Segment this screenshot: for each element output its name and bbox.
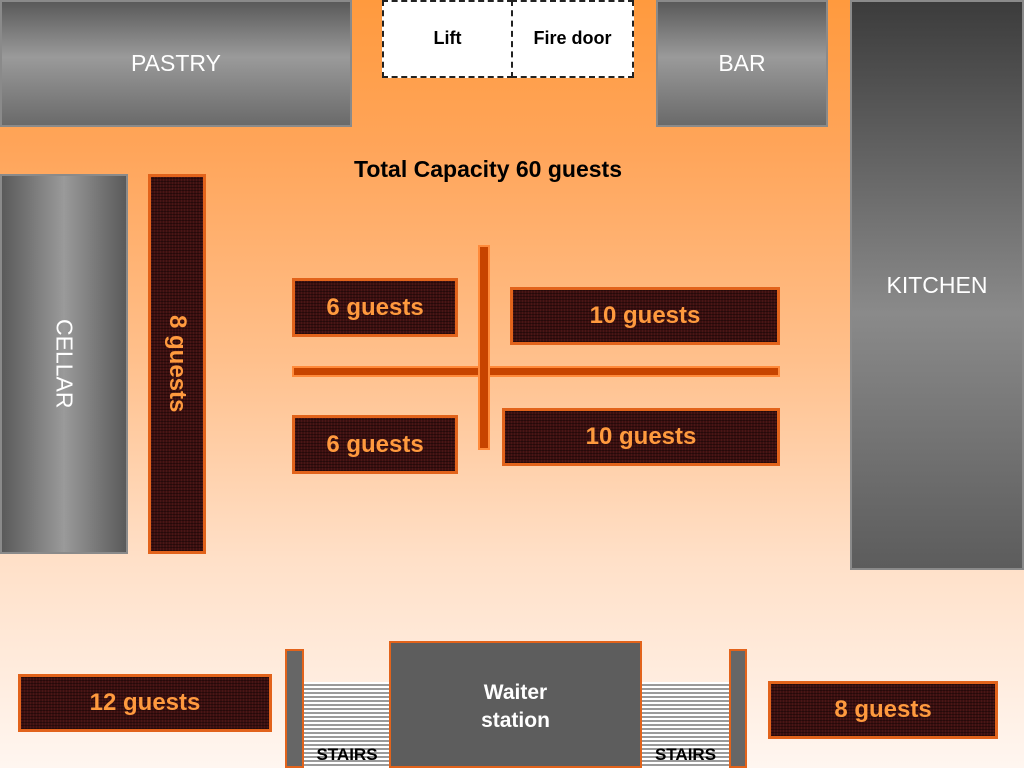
- stairs-left: STAIRS: [304, 682, 390, 768]
- divider-vertical: [478, 245, 490, 450]
- table-label: 12 guests: [89, 689, 201, 716]
- bar-label: BAR: [718, 50, 766, 76]
- table-cellar-side[interactable]: 8 guests: [148, 174, 206, 554]
- kitchen-label: KITCHEN: [886, 272, 988, 298]
- table-bottom-right[interactable]: 8 guests: [768, 681, 998, 739]
- table-label: 10 guests: [589, 302, 701, 329]
- table-label: 8 guests: [834, 696, 932, 723]
- divider-horizontal: [292, 366, 780, 377]
- fire-door-label: Fire door: [533, 28, 612, 49]
- pastry-room: PASTRY: [0, 0, 352, 127]
- fire-door: Fire door: [511, 0, 634, 78]
- waiter-station: Waiter station: [389, 641, 642, 768]
- stairs-right-label: STAIRS: [654, 745, 717, 764]
- table-center-bottom-left[interactable]: 6 guests: [292, 415, 458, 474]
- bar-room: BAR: [656, 0, 828, 127]
- table-center-bottom-right[interactable]: 10 guests: [502, 408, 780, 466]
- stairs-left-label: STAIRS: [316, 745, 378, 764]
- stairs-right: STAIRS: [642, 682, 729, 768]
- pastry-label: PASTRY: [131, 50, 221, 76]
- stairs-rail-left: [285, 649, 304, 768]
- table-label: 6 guests: [326, 293, 424, 321]
- cellar-room: CELLAR: [0, 174, 128, 554]
- cellar-label: CELLAR: [51, 319, 78, 409]
- total-capacity-title: Total Capacity 60 guests: [354, 156, 622, 182]
- table-label: 10 guests: [585, 423, 697, 450]
- table-label: 6 guests: [326, 430, 424, 458]
- table-center-top-right[interactable]: 10 guests: [510, 287, 780, 345]
- lift-label: Lift: [433, 28, 462, 49]
- kitchen-room: KITCHEN: [850, 0, 1024, 570]
- table-label: 8 guests: [164, 315, 191, 413]
- waiter-station-label: Waiter station: [481, 681, 550, 733]
- table-bottom-left[interactable]: 12 guests: [18, 674, 272, 732]
- lift-door: Lift: [382, 0, 513, 78]
- table-center-top-left[interactable]: 6 guests: [292, 278, 458, 337]
- stairs-rail-right: [729, 649, 747, 768]
